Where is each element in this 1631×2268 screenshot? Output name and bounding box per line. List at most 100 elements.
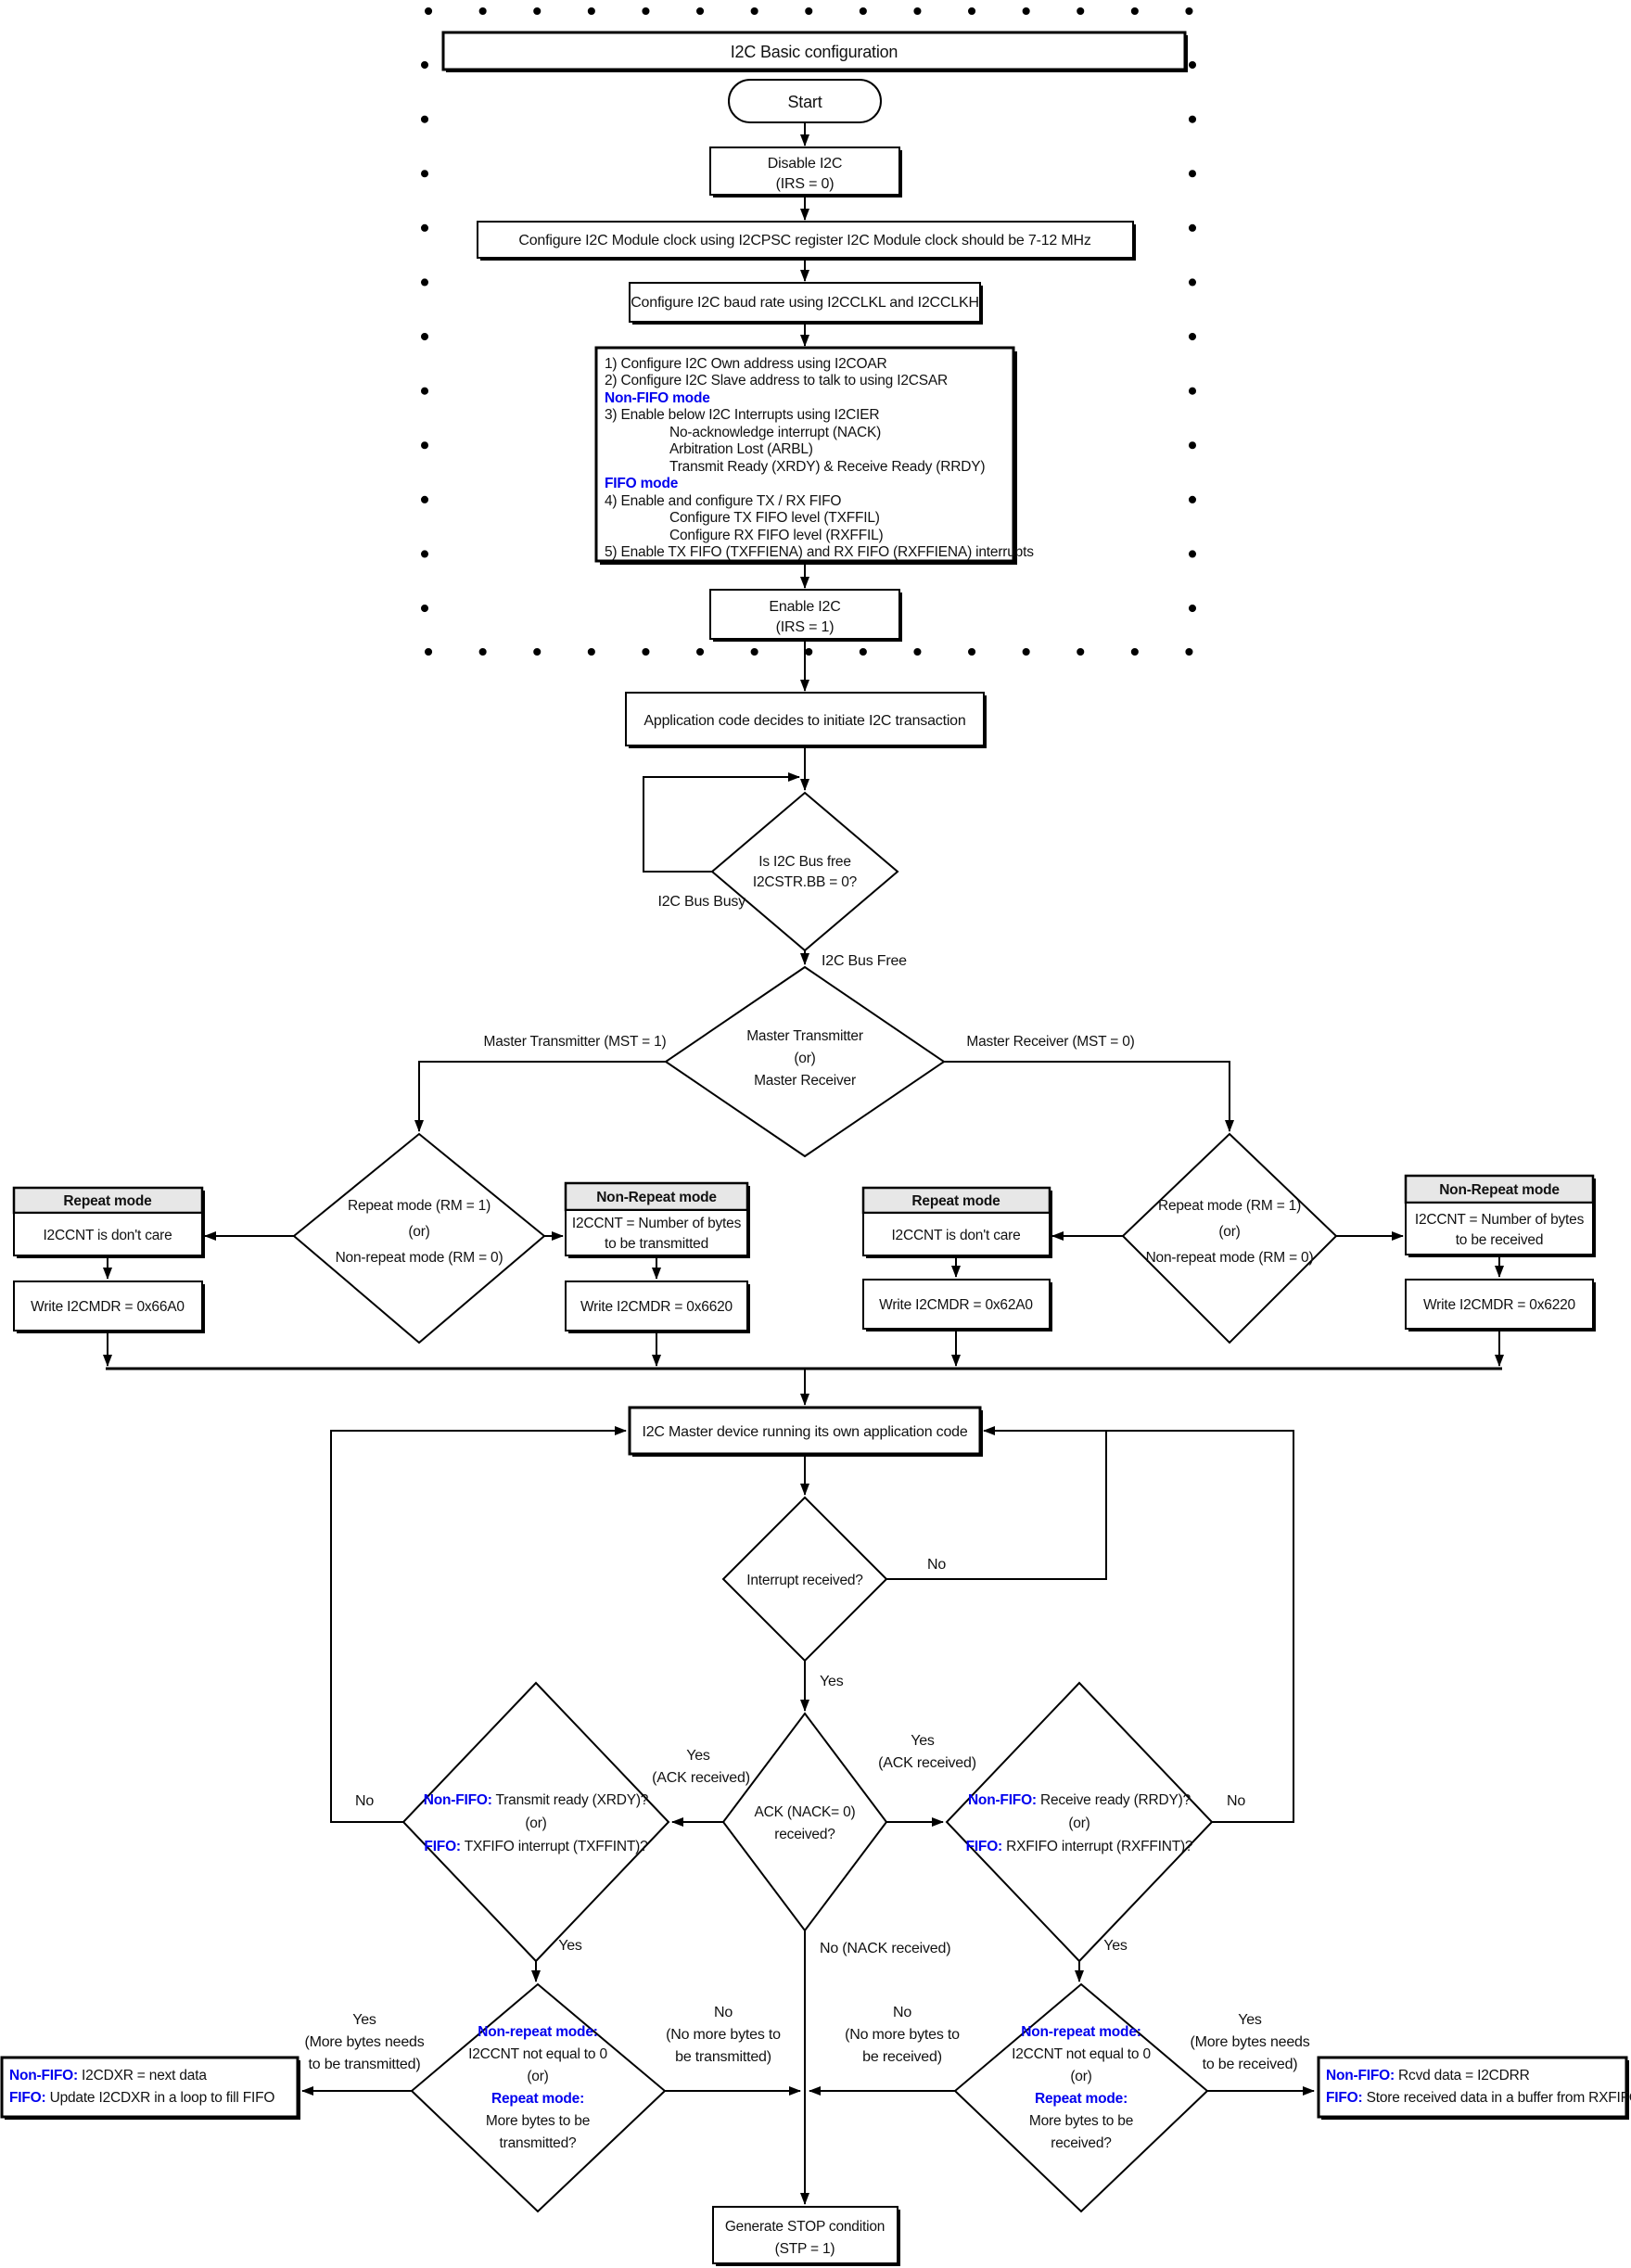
init-line1: 1) Configure I2C Own address using I2COA… xyxy=(605,356,887,372)
rx-repeat-group: Repeat mode I2CCNT is don't care xyxy=(861,1186,1052,1258)
tx-repeat-write-box: Write I2CMDR = 0x66A0 xyxy=(13,1281,205,1333)
xrdy-fifo-text: TXFIFO interrupt (TXFFINT)? xyxy=(461,1839,648,1854)
rxmore-no1: No xyxy=(893,2005,911,2020)
rxmore-nonrepeat: Non-repeat mode: xyxy=(1021,2024,1140,2040)
txmore-nonrepeat: Non-repeat mode: xyxy=(478,2024,597,2040)
tx-repeat-decision: Repeat mode (RM = 1) (or) Non-repeat mod… xyxy=(292,1132,546,1344)
rxmore-line2: I2CCNT not equal to 0 xyxy=(1012,2046,1151,2062)
tx-repeatq-line2: (or) xyxy=(408,1224,429,1240)
txmore-line2: I2CCNT not equal to 0 xyxy=(468,2046,607,2062)
init-line6: Arbitration Lost (ARBL) xyxy=(669,441,813,457)
tx-nonrepeat-group: Non-Repeat mode I2CCNT = Number of bytes… xyxy=(564,1181,750,1258)
mtmr-line2: (or) xyxy=(794,1051,815,1066)
init-line5: No-acknowledge interrupt (NACK) xyxy=(669,425,881,440)
ack-decision: ACK (NACK= 0) received? xyxy=(721,1712,888,1932)
rxmore-no3: be received) xyxy=(862,2049,942,2065)
loop-interrupt-no xyxy=(886,1426,1107,1580)
txmore-repeat: Repeat mode: xyxy=(491,2091,584,2107)
rrdy-fifo-text: RXFIFO interrupt (RXFFINT)? xyxy=(1002,1839,1193,1854)
rx-nonrepeat-write-box: Write I2CMDR = 0x6220 xyxy=(1405,1279,1596,1331)
start-label: Start xyxy=(787,93,822,111)
svg-text:FIFO: Update I2CDXR in a loop: FIFO: Update I2CDXR in a loop to fill FI… xyxy=(9,2090,274,2106)
branch-master-receiver xyxy=(944,1061,1234,1132)
rx-nonrepeat-body1: I2CCNT = Number of bytes xyxy=(1415,1212,1585,1228)
ack-line2: received? xyxy=(774,1827,835,1842)
rx-nonrepeat-body2: to be received xyxy=(1456,1232,1544,1248)
rxmore-repeat: Repeat mode: xyxy=(1035,2091,1128,2107)
init-line2: 2) Configure I2C Slave address to talk t… xyxy=(605,373,948,389)
ack-yes-right1: Yes xyxy=(911,1733,935,1749)
xrdy-fifo-prefix: FIFO: xyxy=(424,1839,460,1854)
svg-text:Non-FIFO: I2CDXR = next data: Non-FIFO: I2CDXR = next data xyxy=(9,2068,207,2083)
start-node: Start xyxy=(728,79,882,123)
init-line4: 3) Enable below I2C Interrupts using I2C… xyxy=(605,407,879,423)
rx-repeat-body: I2CCNT is don't care xyxy=(891,1228,1020,1243)
nack-no-label: No (NACK received) xyxy=(820,1941,950,1956)
rrdy-nonfifo-prefix: Non-FIFO: xyxy=(968,1792,1037,1808)
init-line10: Configure TX FIFO level (TXFFIL) xyxy=(669,510,880,526)
rxaction-nonfifo-text: Rcvd data = I2CDRR xyxy=(1395,2068,1530,2083)
master-running-box: I2C Master device running its own applic… xyxy=(628,1406,983,1457)
module-clock-label: Configure I2C Module clock using I2CPSC … xyxy=(518,233,1090,248)
txmore-no2: (No more bytes to xyxy=(666,2027,781,2043)
xrdy-nonfifo-prefix: Non-FIFO: xyxy=(424,1792,492,1808)
rxmore-line3: (or) xyxy=(1070,2069,1091,2084)
rxmore-yes2: (More bytes needs xyxy=(1190,2034,1309,2050)
svg-text:Non-FIFO: Rcvd data = I2CDRR: Non-FIFO: Rcvd data = I2CDRR xyxy=(1326,2068,1530,2083)
rx-nonrepeat-group: Non-Repeat mode I2CCNT = Number of bytes… xyxy=(1404,1174,1596,1257)
txmore-line5: More bytes to be xyxy=(486,2113,590,2129)
svg-text:Non-FIFO: Receive ready (RRDY): Non-FIFO: Receive ready (RRDY)? xyxy=(968,1792,1191,1808)
rx-repeatq-line2: (or) xyxy=(1218,1224,1240,1240)
tx-repeatq-line1: Repeat mode (RM = 1) xyxy=(348,1198,491,1214)
ack-yes-left1: Yes xyxy=(686,1748,710,1764)
rxmore-no2: (No more bytes to xyxy=(845,2027,960,2043)
busfree-line2: I2CSTR.BB = 0? xyxy=(753,874,858,890)
txmore-line6: transmitted? xyxy=(500,2135,577,2151)
xrdy-decision: Non-FIFO: Transmit ready (XRDY)? (or) FI… xyxy=(401,1681,670,1963)
rx-repeat-write: Write I2CMDR = 0x62A0 xyxy=(879,1297,1033,1313)
tx-nonrepeat-body1: I2CCNT = Number of bytes xyxy=(572,1216,742,1231)
txaction-fifo-text: Update I2CDXR in a loop to fill FIFO xyxy=(45,2090,274,2106)
rx-repeatq-line1: Repeat mode (RM = 1) xyxy=(1158,1198,1301,1214)
interrupt-yes-label: Yes xyxy=(820,1674,844,1689)
init-line11: Configure RX FIFO level (RXFFIL) xyxy=(669,528,883,543)
stop-line1: Generate STOP condition xyxy=(725,2219,885,2235)
tx-nonrepeat-write: Write I2CMDR = 0x6620 xyxy=(580,1299,733,1315)
enable-i2c-box: Enable I2C (IRS = 1) xyxy=(709,589,902,642)
init-line7: Transmit Ready (XRDY) & Receive Ready (R… xyxy=(669,459,985,475)
busfree-line1: Is I2C Bus free xyxy=(758,854,851,870)
rrdy-no-label: No xyxy=(1227,1793,1245,1809)
rx-more-decision: Non-repeat mode: I2CCNT not equal to 0 (… xyxy=(953,1982,1209,2213)
interrupt-question: Interrupt received? xyxy=(746,1573,863,1588)
rrdy-or: (or) xyxy=(1068,1816,1089,1831)
init-config-box: 1) Configure I2C Own address using I2COA… xyxy=(594,346,1034,565)
tx-action-box: Non-FIFO: I2CDXR = next data FIFO: Updat… xyxy=(0,2056,300,2120)
rxmore-yes3: to be received) xyxy=(1203,2057,1298,2072)
disable-line2: (IRS = 0) xyxy=(776,176,835,192)
app-code-label: Application code decides to initiate I2C… xyxy=(643,713,965,729)
loop-bus-busy xyxy=(643,772,800,873)
bus-busy-label: I2C Bus Busy xyxy=(657,894,745,910)
txaction-fifo-prefix: FIFO: xyxy=(9,2090,45,2106)
mr-branch-label: Master Receiver (MST = 0) xyxy=(966,1034,1134,1050)
dotted-boundary xyxy=(421,7,1196,656)
rxaction-fifo-text: Store received data in a buffer from RXF… xyxy=(1362,2090,1631,2106)
rxaction-fifo-prefix: FIFO: xyxy=(1326,2090,1362,2106)
txaction-nonfifo-prefix: Non-FIFO: xyxy=(9,2068,78,2083)
bus-free-label: I2C Bus Free xyxy=(822,953,907,969)
rx-repeatq-line3: Non-repeat mode (RM = 0) xyxy=(1146,1250,1314,1266)
svg-text:FIFO: RXFIFO interrupt (RXFFIN: FIFO: RXFIFO interrupt (RXFFINT)? xyxy=(966,1839,1193,1854)
tx-nonrepeat-write-box: Write I2CMDR = 0x6620 xyxy=(565,1281,750,1333)
svg-text:Non-FIFO: Transmit ready (XRDY: Non-FIFO: Transmit ready (XRDY)? xyxy=(424,1792,649,1808)
rrdy-yes-label: Yes xyxy=(1103,1938,1128,1954)
flow-connectors xyxy=(103,122,1504,2205)
mtmr-line3: Master Receiver xyxy=(754,1073,856,1089)
rx-nonrepeat-header: Non-Repeat mode xyxy=(1439,1182,1560,1198)
init-nonfifo-mode: Non-FIFO mode xyxy=(605,390,710,406)
rxmore-line6: received? xyxy=(1051,2135,1112,2151)
svg-text:FIFO: TXFIFO interrupt (TXFFIN: FIFO: TXFIFO interrupt (TXFFINT)? xyxy=(424,1839,648,1854)
disable-line1: Disable I2C xyxy=(768,156,843,172)
txmore-yes3: to be transmitted) xyxy=(309,2057,421,2072)
ack-line1: ACK (NACK= 0) xyxy=(755,1804,856,1820)
app-code-box: Application code decides to initiate I2C… xyxy=(625,692,987,748)
